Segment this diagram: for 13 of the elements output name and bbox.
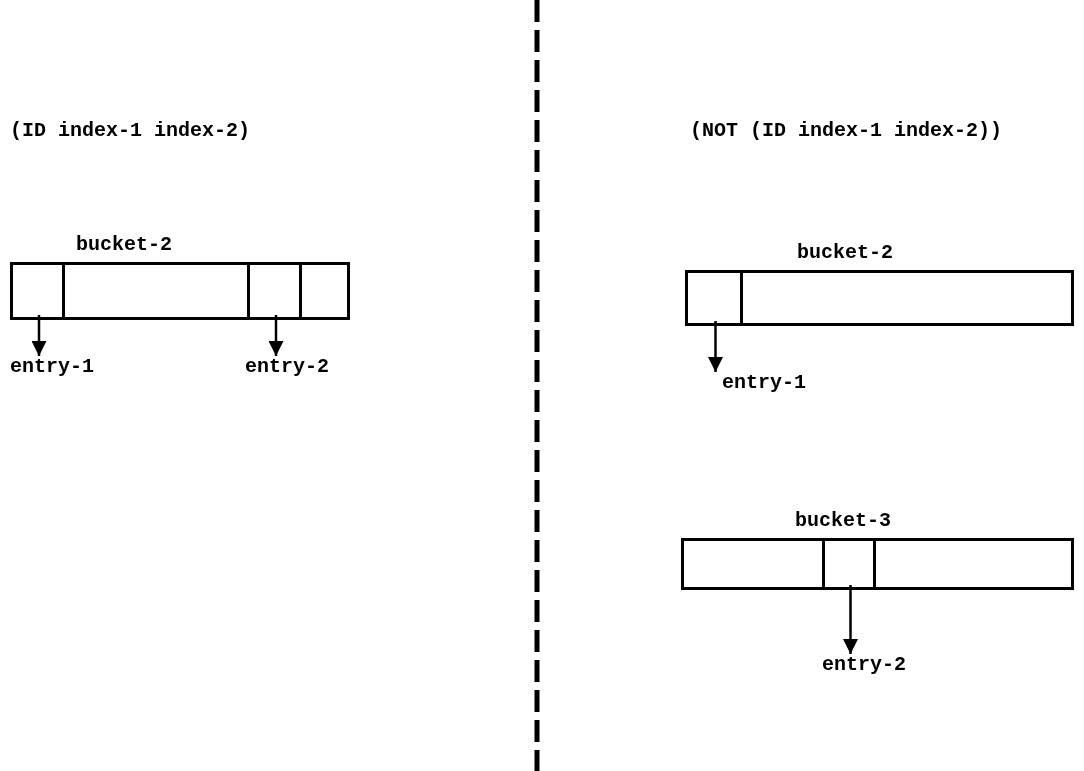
entry-label: entry-2 bbox=[822, 654, 906, 676]
entry-label: entry-2 bbox=[245, 356, 329, 378]
arrow bbox=[268, 315, 284, 356]
arrow bbox=[708, 321, 723, 372]
expression-label: (ID index-1 index-2) bbox=[10, 120, 251, 142]
entry-label: entry-1 bbox=[722, 372, 806, 394]
expression-label: (NOT (ID index-1 index-2)) bbox=[690, 120, 1003, 142]
arrow bbox=[843, 585, 858, 654]
bucket-label: bucket-2 bbox=[797, 242, 893, 264]
arrow bbox=[31, 315, 47, 356]
bucket-label: bucket-2 bbox=[76, 234, 172, 256]
bucket-label: bucket-3 bbox=[795, 510, 891, 532]
entry-label: entry-1 bbox=[10, 356, 94, 378]
